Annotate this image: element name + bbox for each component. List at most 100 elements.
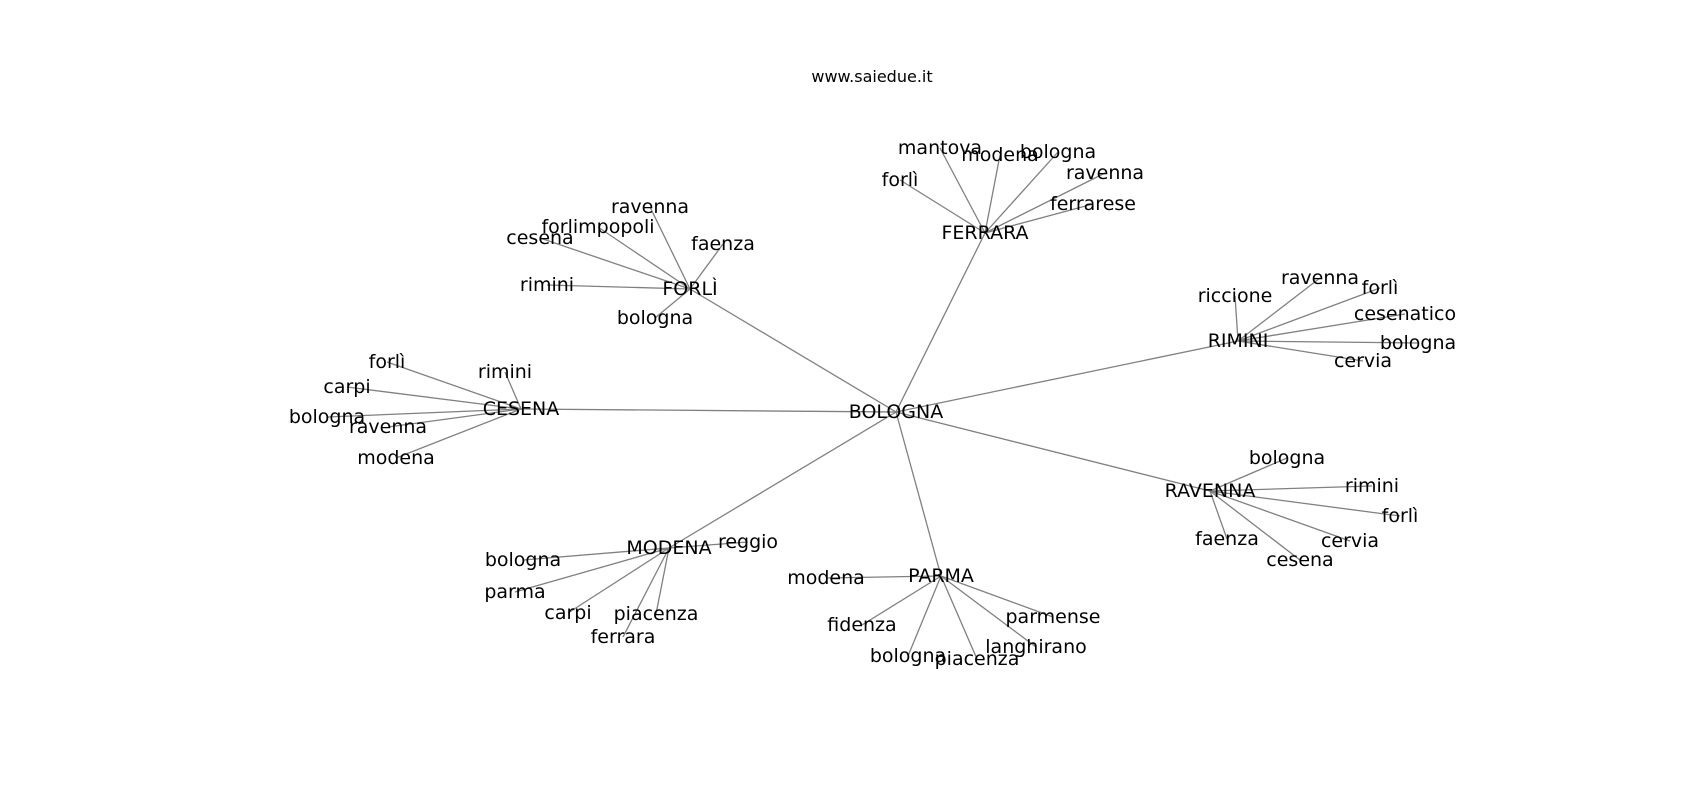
node-leaf-forli-cesena: cesena (506, 227, 573, 249)
edge-ravenna-cervia (1209, 490, 1351, 542)
node-leaf-modena-bologna: bologna (485, 549, 561, 571)
diagram-title: www.saiedue.it (811, 67, 932, 86)
edge-bologna-modena (668, 411, 897, 549)
node-leaf-parma-langhirano: langhirano (985, 636, 1086, 658)
edge-ferrara-forli (899, 179, 986, 234)
node-leaf-modena-piacenza: piacenza (614, 603, 699, 625)
edge-forli-bologna (654, 288, 691, 319)
edge-forli-forlimpopoli (597, 226, 691, 290)
node-leaf-rimini-ravenna: ravenna (1281, 267, 1359, 289)
edge-parma-piacenza (940, 575, 978, 660)
edge-bologna-cesena (520, 408, 897, 413)
node-leaf-ravenna-cervia: cervia (1321, 530, 1379, 552)
edge-rimini-ravenna (1237, 277, 1321, 342)
node-leaf-ferrara-modena: modena (961, 144, 1039, 166)
edge-cesena-ravenna (387, 408, 522, 428)
edge-modena-parma (514, 547, 670, 593)
node-leaf-forli-bologna: bologna (617, 307, 693, 329)
edge-rimini-cervia (1237, 340, 1364, 362)
edge-parma-bologna (907, 575, 942, 657)
node-leaf-cesena-rimini: rimini (478, 361, 532, 383)
edge-bologna-rimini (895, 340, 1239, 413)
node-leaf-parma-parmense: parmense (1005, 606, 1100, 628)
node-hub-forli: FORLÌ (662, 277, 717, 300)
node-hub-ravenna: RAVENNA (1165, 480, 1256, 502)
edge-parma-modena (825, 575, 942, 579)
node-leaf-cesena-ravenna: ravenna (349, 416, 427, 438)
edge-ferrara-mantova (939, 147, 986, 234)
edge-parma-fidenza (861, 575, 942, 626)
edge-cesena-bologna (326, 408, 522, 418)
edge-forli-ravenna (649, 206, 691, 290)
edge-cesena-carpi (346, 386, 522, 410)
node-leaf-rimini-riccione: riccione (1198, 285, 1273, 307)
node-hub-modena: MODENA (626, 537, 711, 559)
edge-ravenna-cesena (1209, 490, 1301, 561)
node-leaf-forli-forlimpopoli: forlimpopoli (541, 216, 654, 238)
node-leaf-cesena-carpi: carpi (323, 376, 370, 398)
node-hub-ferrara: FERRARA (942, 222, 1029, 244)
edge-ferrara-modena (984, 154, 1001, 234)
edge-rimini-cesenatico (1237, 313, 1406, 342)
node-leaf-ravenna-cesena: cesena (1266, 549, 1333, 571)
edge-rimini-riccione (1234, 295, 1239, 342)
node-leaf-cesena-modena: modena (357, 447, 435, 469)
edges-layer (326, 147, 1419, 660)
node-leaf-ravenna-forli: forlì (1382, 505, 1419, 527)
node-leaf-ravenna-bologna: bologna (1249, 447, 1325, 469)
node-hub-cesena: CESENA (483, 398, 560, 420)
edge-bologna-forli (689, 288, 897, 413)
edge-modena-carpi (567, 547, 670, 614)
edge-bologna-ravenna (895, 411, 1211, 492)
edge-forli-faenza (689, 243, 724, 290)
edge-bologna-ferrara (895, 232, 986, 413)
node-leaf-cesena-bologna: bologna (289, 406, 365, 428)
node-leaf-modena-ferrara: ferrara (591, 626, 656, 648)
edge-ravenna-faenza (1209, 490, 1228, 540)
edge-parma-langhirano (940, 575, 1037, 648)
node-leaf-rimini-cesenatico: cesenatico (1354, 303, 1456, 325)
node-leaf-ferrara-mantova: mantova (898, 137, 982, 159)
node-leaf-rimini-bologna: bologna (1380, 332, 1456, 354)
edge-cesena-modena (395, 408, 522, 459)
edge-ravenna-forli (1209, 490, 1401, 517)
node-leaf-ravenna-faenza: faenza (1195, 528, 1259, 550)
node-leaf-modena-parma: parma (484, 581, 545, 603)
node-leaf-parma-fidenza: fidenza (827, 614, 896, 636)
edge-modena-reggio (668, 541, 749, 549)
edge-forli-rimini (546, 284, 691, 290)
edge-cesena-forli (386, 361, 522, 410)
edge-rimini-bologna (1237, 340, 1419, 344)
node-center-bologna: BOLOGNA (849, 401, 943, 423)
edge-modena-bologna (522, 547, 670, 561)
node-leaf-cesena-forli: forlì (369, 351, 406, 373)
edge-ravenna-bologna (1209, 457, 1288, 492)
node-leaf-forli-rimini: rimini (520, 274, 574, 296)
edge-forli-cesena (539, 237, 691, 290)
node-leaf-modena-carpi: carpi (544, 602, 591, 624)
node-leaf-ravenna-rimini: rimini (1345, 475, 1399, 497)
edge-ferrara-bologna (984, 151, 1059, 234)
node-leaf-modena-reggio: reggio (718, 531, 778, 553)
node-leaf-ferrara-ferrarese: ferrarese (1050, 193, 1136, 215)
edge-ferrara-ferrarese (984, 203, 1094, 234)
node-leaf-parma-bologna: bologna (870, 645, 946, 667)
node-leaf-ferrara-bologna: bologna (1020, 141, 1096, 163)
node-leaf-rimini-cervia: cervia (1334, 350, 1392, 372)
edge-rimini-forli (1237, 287, 1381, 342)
node-leaf-ferrara-ravenna: ravenna (1066, 162, 1144, 184)
edge-ferrara-ravenna (984, 172, 1106, 234)
edge-parma-parmense (940, 575, 1054, 618)
node-leaf-parma-modena: modena (787, 567, 865, 589)
node-leaf-ferrara-forli: forlì (882, 169, 919, 191)
edge-modena-piacenza (655, 547, 670, 615)
edge-bologna-parma (895, 411, 942, 577)
edge-cesena-rimini (504, 371, 522, 410)
node-leaf-parma-piacenza: piacenza (935, 648, 1020, 670)
node-leaf-forli-faenza: faenza (691, 233, 755, 255)
edge-ravenna-rimini (1209, 485, 1373, 492)
node-hub-parma: PARMA (908, 565, 974, 587)
node-leaf-rimini-forli: forlì (1362, 277, 1399, 299)
